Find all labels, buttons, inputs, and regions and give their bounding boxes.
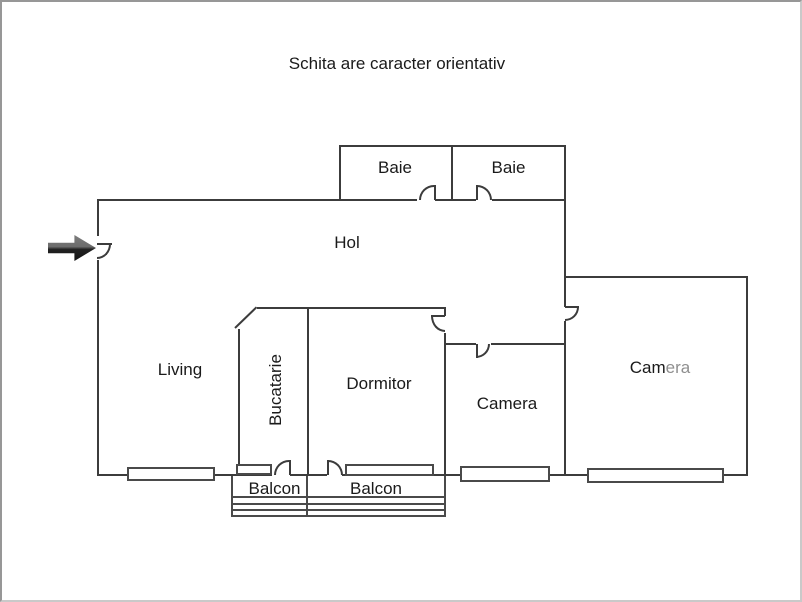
door-arc-balcon2: [328, 460, 343, 475]
room-label-camera2: Camera: [610, 358, 710, 378]
room-label-baie1: Baie: [377, 158, 413, 177]
room-label-camera1: Camera: [476, 394, 538, 413]
room-label-balcon1: Balcon: [248, 479, 301, 498]
wall-bucatarie-left: [238, 329, 240, 475]
room-label-camera2-light: era: [665, 358, 691, 377]
entrance-arrow-icon: [48, 235, 96, 261]
wall-kitchen-top: [257, 307, 445, 309]
wall-camera2-right: [746, 276, 748, 476]
door-leaf-baie1: [434, 185, 436, 200]
plan-title: Schita are caracter orientativ: [288, 54, 506, 73]
wall-left-b: [97, 260, 99, 476]
door-arc-camera1: [476, 344, 490, 358]
room-label-living: Living: [157, 360, 203, 379]
room-label-baie2: Baie: [491, 158, 526, 177]
balcony-rail-line: [231, 509, 446, 511]
balcony-rail-line: [231, 503, 446, 505]
wall-baie-left: [339, 145, 341, 201]
door-arc-baie2: [477, 185, 492, 200]
wall-hol-right-a: [564, 145, 566, 307]
wall-bottom-b: [290, 474, 327, 476]
room-label-bucatarie: Bucatarie: [266, 354, 285, 426]
room-label-dormitor: Dormitor: [346, 374, 412, 393]
wall-corridor-bottom-b: [491, 343, 565, 345]
wall-dormitor-right-b: [444, 333, 446, 475]
window-camera2: [587, 468, 724, 483]
wall-camera2-top: [565, 276, 747, 278]
door-leaf-bucatarie: [234, 306, 258, 329]
wall-bucatarie-dormitor-divider: [307, 307, 309, 475]
door-arc-dormitor: [431, 316, 445, 332]
wall-hol-right-b: [564, 321, 566, 476]
balcony-rail-line: [231, 496, 446, 498]
wall-hol-top-c: [492, 199, 565, 201]
wall-left-a: [97, 199, 99, 236]
window-bucatarie: [236, 464, 272, 475]
room-label-balcon2: Balcon: [350, 479, 402, 498]
door-arc-entrance: [97, 244, 111, 259]
door-leaf-balcon1: [289, 460, 291, 475]
wall-corridor-bottom-a: [445, 343, 476, 345]
room-label-hol: Hol: [334, 233, 360, 252]
room-label-camera2-dark: Cam: [629, 358, 666, 377]
door-arc-camera2: [565, 307, 579, 321]
wall-hol-top-b: [435, 199, 476, 201]
window-camera1: [460, 466, 550, 482]
door-arc-baie1: [419, 185, 434, 200]
wall-hol-top-a: [97, 199, 417, 201]
window-living: [127, 467, 215, 481]
window-dormitor: [345, 464, 434, 476]
balcony-rail-line: [231, 515, 446, 517]
wall-dormitor-right-a: [444, 307, 446, 316]
wall-baie-divider: [451, 145, 453, 201]
door-arc-balcon1: [274, 460, 289, 475]
